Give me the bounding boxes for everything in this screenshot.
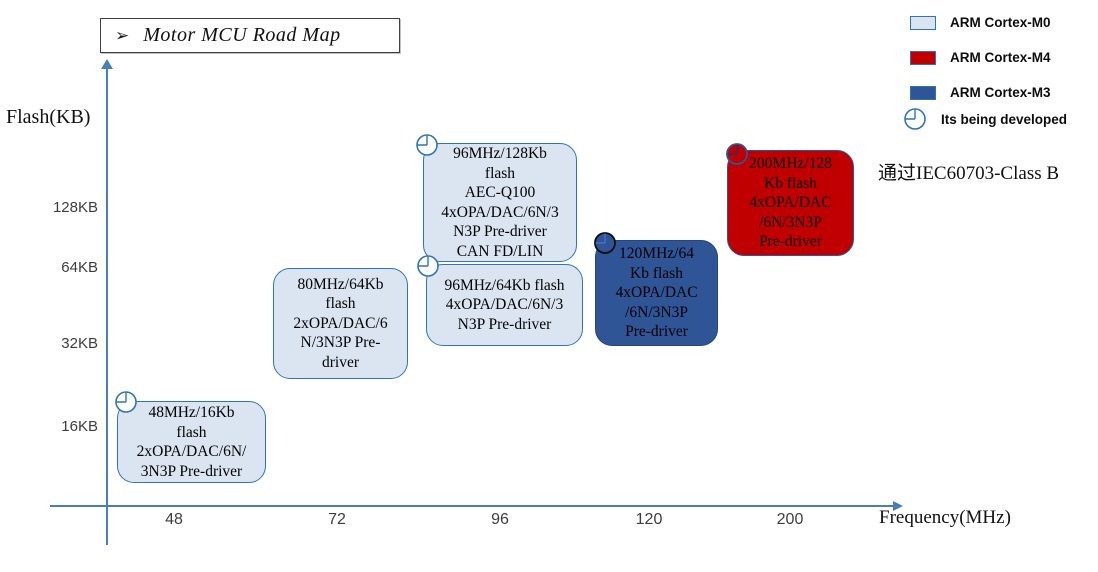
legend-label-cortex-m0: ARM Cortex-M0 (950, 15, 1051, 30)
certification-note: 通过IEC60703-Class B (878, 163, 1060, 184)
clock-icon (904, 108, 926, 130)
legend-label-cortex-m4: ARM Cortex-M4 (950, 50, 1051, 65)
roadmap-box-120mhz: 120MHz/64 Kb flash 4xOPA/DAC /6N/3N3P Pr… (595, 240, 718, 346)
x-tick-72: 72 (328, 511, 346, 528)
x-tick-120: 120 (635, 511, 663, 528)
roadmap-box-96mhz-128kb: 96MHz/128Kb flash AEC-Q100 4xOPA/DAC/6N/… (423, 143, 577, 262)
y-tick-32kb: 32KB (61, 335, 98, 352)
roadmap-box-48mhz: 48MHz/16Kb flash 2xOPA/DAC/6N/ 3N3P Pre-… (117, 401, 266, 483)
x-tick-96: 96 (491, 511, 509, 528)
clock-icon (416, 134, 438, 156)
y-axis-title: Flash(KB) (6, 106, 91, 128)
y-axis-arrow-icon (101, 59, 113, 69)
x-axis-arrow-icon (893, 501, 903, 511)
clock-icon (115, 391, 137, 413)
y-axis-line (106, 68, 108, 545)
y-tick-128kb: 128KB (52, 199, 98, 216)
legend-swatch-cortex-m3 (910, 86, 936, 100)
legend-label-in-development: Its being developed (941, 112, 1068, 127)
roadmap-box-80mhz: 80MHz/64Kb flash 2xOPA/DAC/6 N/3N3P Pre-… (273, 268, 408, 379)
page-title: Motor MCU Road Map (143, 24, 341, 46)
clock-icon (417, 255, 439, 277)
bullet-arrow-icon: ➢ (115, 25, 130, 45)
y-tick-64kb: 64KB (61, 259, 98, 276)
roadmap-box-200mhz: 200MHz/128 Kb flash 4xOPA/DAC /6N/3N3P P… (727, 150, 854, 256)
x-axis-title: Frequency(MHz) (879, 507, 1011, 528)
y-tick-16kb: 16KB (61, 418, 98, 435)
x-tick-200: 200 (776, 511, 804, 528)
roadmap-box-96mhz-64kb: 96MHz/64Kb flash 4xOPA/DAC/6N/3 N3P Pre-… (426, 264, 583, 346)
slide-title-box: ➢ Motor MCU Road Map (100, 18, 400, 53)
legend-swatch-cortex-m0 (910, 16, 936, 30)
legend-swatch-cortex-m4 (910, 51, 936, 65)
clock-icon (594, 232, 616, 254)
clock-icon (726, 143, 748, 165)
legend-label-cortex-m3: ARM Cortex-M3 (950, 85, 1051, 100)
x-axis-line (50, 505, 896, 507)
x-tick-48: 48 (165, 511, 183, 528)
